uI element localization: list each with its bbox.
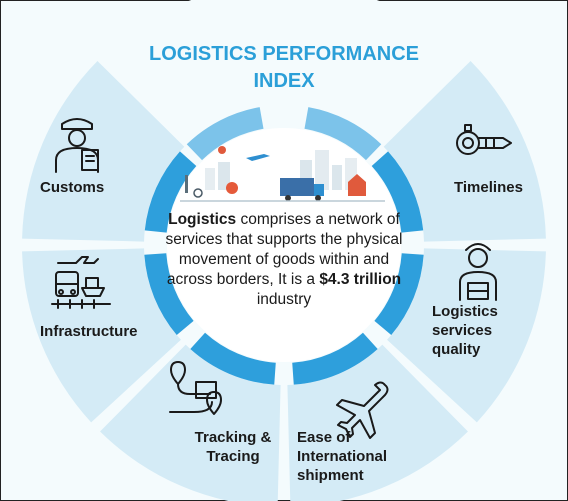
segment-tracking-top-left bbox=[106, 0, 462, 142]
plane-illustration-icon bbox=[246, 154, 270, 161]
label-tracking: Tracking & Tracing bbox=[194, 429, 272, 465]
delivery-person-icon bbox=[459, 243, 497, 301]
scooter-icon bbox=[226, 182, 238, 194]
customs-officer-icon bbox=[55, 118, 99, 173]
label-shipment: Ease of International shipment bbox=[297, 429, 388, 484]
logistics-cityscape-illustration bbox=[180, 146, 385, 202]
route-tracking-icon bbox=[169, 361, 222, 415]
segment-infrastructure bbox=[22, 248, 181, 423]
outer-segments bbox=[22, 0, 546, 501]
center-text-1: comprises a network of services that sup… bbox=[165, 211, 403, 288]
inner-ring-arc bbox=[292, 332, 378, 385]
segment-customs bbox=[22, 61, 185, 242]
center-description: Logistics comprises a network of service… bbox=[157, 210, 411, 310]
segment-services-quality bbox=[387, 248, 546, 423]
label-services-quality: Logistics services quality bbox=[432, 303, 498, 358]
stopwatch-icon bbox=[456, 124, 512, 155]
label-timelines: Timelines bbox=[454, 179, 523, 196]
title-line-1: LOGISTICS PERFORMANCE bbox=[148, 43, 419, 65]
balloon-icon bbox=[218, 146, 226, 154]
inner-ring-arc bbox=[374, 253, 424, 335]
transport-infrastructure-icon bbox=[51, 256, 111, 309]
label-infrastructure: Infrastructure bbox=[40, 323, 138, 340]
center-text-2: industry bbox=[256, 291, 312, 308]
center-amount: $4.3 trillion bbox=[319, 271, 402, 288]
airplane-icon bbox=[336, 381, 389, 439]
truck-icon bbox=[280, 178, 314, 196]
inner-ring bbox=[144, 107, 424, 385]
inner-ring-arc bbox=[144, 253, 194, 335]
segment-timelines bbox=[383, 61, 546, 242]
inner-ring-arc bbox=[371, 151, 424, 233]
inner-ring-arc bbox=[186, 107, 264, 161]
center-lead: Logistics bbox=[168, 211, 237, 228]
house-icon bbox=[348, 174, 366, 196]
label-customs: Customs bbox=[40, 179, 105, 196]
bicycle-icon bbox=[193, 188, 203, 198]
inner-ring-arc bbox=[190, 332, 276, 385]
title-line-2: INDEX bbox=[253, 70, 315, 92]
segment-shipment bbox=[287, 344, 468, 501]
segment-tracking bbox=[100, 344, 281, 501]
inner-ring-arc bbox=[304, 107, 382, 161]
inner-ring-arc bbox=[144, 151, 197, 233]
